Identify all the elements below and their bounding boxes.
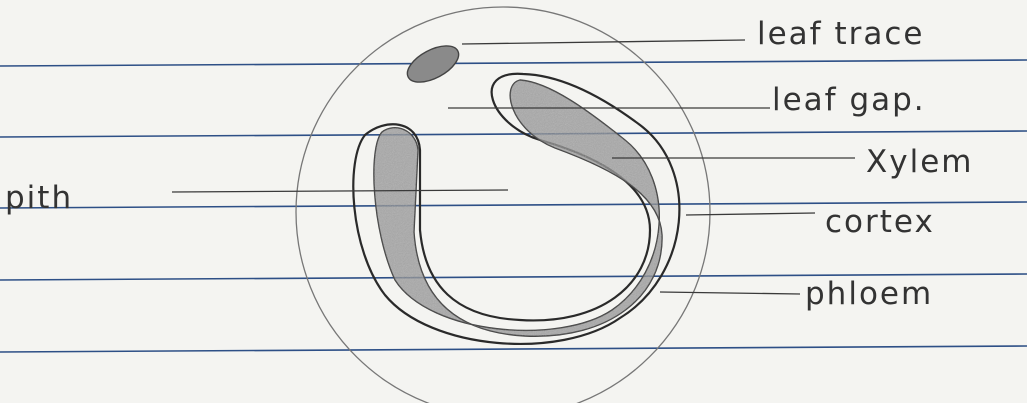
label-leaf-trace: leaf trace: [757, 16, 924, 52]
label-cortex: cortex: [825, 204, 935, 240]
label-leaf-gap: leaf gap.: [772, 82, 926, 118]
leaf-trace-pointer: [462, 40, 745, 44]
label-xylem: Xylem: [866, 144, 973, 180]
pith-pointer: [172, 190, 508, 192]
xylem-grain: [374, 80, 662, 336]
phloem-pointer: [660, 292, 800, 294]
label-pith: pith: [5, 180, 73, 216]
leaf-trace-shape: [402, 38, 465, 89]
cortex-pointer: [686, 213, 815, 215]
label-pointers: [172, 40, 855, 294]
label-phloem: phloem: [805, 276, 933, 312]
